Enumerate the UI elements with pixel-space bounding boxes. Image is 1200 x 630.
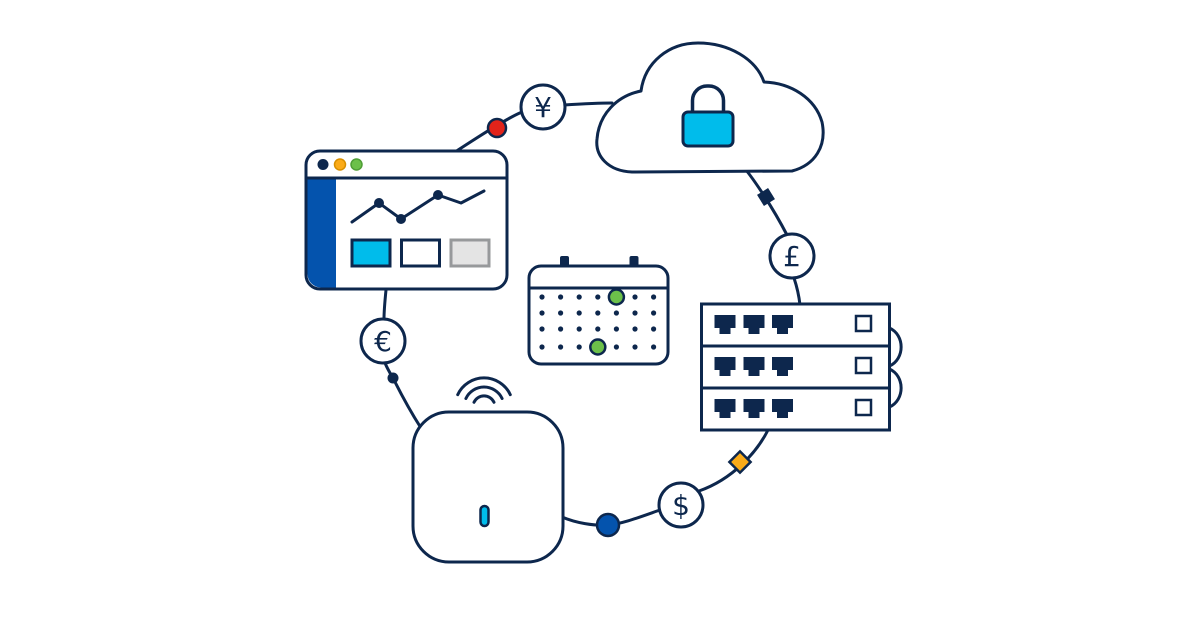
stack-link-arc — [888, 326, 903, 368]
calendar-day-dot — [632, 310, 638, 316]
calendar-day-dot — [595, 294, 601, 300]
currency-circle — [519, 83, 567, 131]
lock-icon — [681, 84, 735, 148]
access-point-icon — [411, 376, 565, 564]
calendar-day-grid — [539, 288, 657, 356]
red-node-icon — [486, 117, 508, 139]
calendar-day-dot — [632, 344, 638, 350]
currency-node-euro: € — [359, 317, 407, 365]
calendar-day-dot — [558, 326, 564, 332]
calendar-day-dot — [558, 294, 564, 300]
diamond-node-icon — [727, 449, 753, 475]
calendar-day-dot — [558, 310, 564, 316]
status-led — [479, 504, 490, 528]
calendar-icon — [527, 256, 670, 366]
wifi-arc — [456, 376, 512, 397]
calendar-day-dot — [651, 344, 657, 350]
currency-symbol-euro: € — [374, 325, 392, 358]
line-chart-icon — [350, 189, 486, 224]
window-control-dot-green — [350, 158, 363, 171]
calendar-event-dot — [589, 338, 607, 356]
calendar-day-dot — [632, 294, 638, 300]
calendar-day-dot — [651, 326, 657, 332]
calendar-day-dot — [651, 294, 657, 300]
calendar-day-dot — [576, 326, 582, 332]
switch-indicator-square — [854, 398, 873, 417]
square-node-icon — [757, 188, 775, 206]
calendar-day-dot — [576, 294, 582, 300]
stack-link-arc — [888, 367, 903, 409]
calendar-day-dot — [595, 310, 601, 316]
switch-indicator-square — [854, 314, 873, 333]
access-point-body — [411, 410, 565, 564]
calendar-day-dot — [613, 326, 620, 332]
connector-line — [382, 288, 388, 321]
browser-sidebar — [307, 179, 336, 288]
wifi-arc — [464, 385, 504, 400]
chart-point — [433, 190, 443, 200]
calendar-day-dot — [558, 344, 564, 350]
calendar-day-dot — [576, 310, 582, 316]
chart-point — [396, 214, 406, 224]
calendar-day-dot — [595, 326, 601, 332]
secure-cloud-icon — [595, 41, 825, 174]
window-control-dot-orange — [333, 158, 347, 171]
dot-node-icon — [387, 372, 399, 384]
currency-symbol-yen: ¥ — [534, 91, 552, 124]
currency-node-pound: £ — [768, 232, 816, 280]
switch-stack-icon — [700, 302, 903, 432]
switch-indicator-square — [854, 356, 873, 375]
window-control-dot-navy — [317, 159, 329, 170]
calendar-event-dot — [607, 288, 626, 306]
cloud-shape — [595, 41, 825, 174]
calendar-day-dot — [613, 344, 620, 350]
calendar-day-dot — [539, 344, 545, 350]
connector-line — [383, 361, 423, 430]
content-box-white — [400, 238, 441, 268]
content-box-cyan — [350, 238, 392, 268]
currency-circle — [359, 317, 407, 365]
connector-line — [562, 101, 614, 107]
chart-line — [350, 189, 486, 224]
browser-analytics-icon — [304, 149, 509, 291]
calendar-day-dot — [539, 310, 545, 316]
lock-body — [681, 110, 735, 148]
content-box-gray — [449, 238, 491, 268]
calendar-day-dot — [632, 326, 638, 332]
currency-node-yen: ¥ — [519, 83, 567, 131]
chart-point — [374, 198, 384, 208]
wifi-arc — [472, 394, 496, 404]
blue-node-icon — [595, 512, 621, 538]
wifi-signal-icon — [456, 376, 512, 404]
calendar-day-dot — [539, 294, 545, 300]
calendar-day-dot — [651, 310, 657, 316]
currency-circle — [768, 232, 816, 280]
calendar-day-dot — [613, 310, 620, 316]
browser-window-frame — [304, 149, 509, 291]
calendar-day-dot — [576, 344, 582, 350]
currency-symbol-pound: £ — [783, 240, 801, 273]
currency-node-dollar: $ — [657, 481, 705, 529]
currency-symbol-dollar: $ — [672, 489, 690, 522]
currency-circle — [657, 481, 705, 529]
calendar-day-dot — [539, 326, 545, 332]
connector-line — [792, 276, 802, 307]
